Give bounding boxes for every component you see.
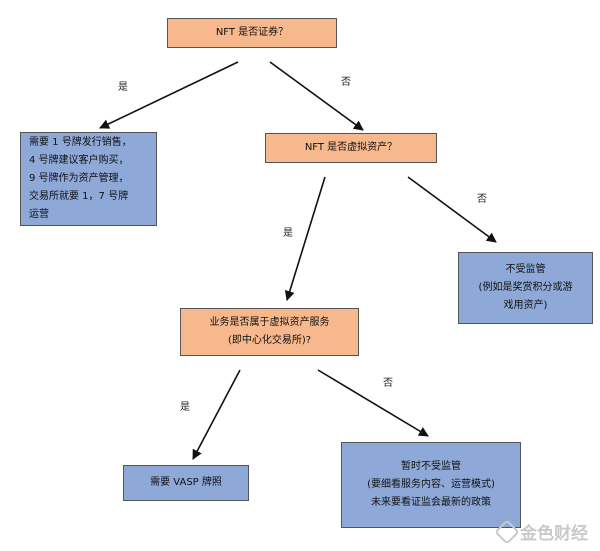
arrow-vasp-yes bbox=[192, 369, 241, 460]
node-line: 不受监管 bbox=[505, 264, 546, 275]
node-line: (例如是奖赏积分或游 bbox=[478, 282, 573, 293]
node-line: 4 号牌建议客户购买， bbox=[29, 155, 129, 166]
watermark-text: 金色财经 bbox=[520, 524, 588, 544]
edge-label-no: 否 bbox=[477, 194, 487, 205]
edge-label-no: 否 bbox=[341, 77, 351, 88]
node-line: (要细看服务内容、运营模式) bbox=[367, 479, 495, 490]
arrow-security-no bbox=[269, 61, 364, 131]
edge-label-yes: 是 bbox=[180, 402, 190, 413]
node-line: NFT 是否虚拟资产？ bbox=[304, 142, 398, 153]
edge-label-yes: 是 bbox=[118, 82, 128, 93]
outcome-not-regulated: 不受监管 (例如是奖赏积分或游 戏用资产) bbox=[458, 252, 593, 324]
decision-vasp-service: 业务是否属于虚拟资产服务 (即中心化交易所)? bbox=[180, 308, 359, 356]
node-line: 未来要看证监会最新的政策 bbox=[371, 497, 491, 508]
outcome-temporarily-not-regulated: 暂时不受监管 (要细看服务内容、运营模式) 未来要看证监会最新的政策 bbox=[341, 442, 521, 528]
edge-label-no: 否 bbox=[383, 378, 393, 389]
node-line: 业务是否属于虚拟资产服务 bbox=[209, 317, 330, 328]
node-line: 9 号牌作为资产管理， bbox=[29, 173, 129, 184]
outcome-need-vasp-license: 需要 VASP 牌照 bbox=[123, 465, 249, 501]
arrow-virtual-yes bbox=[284, 176, 326, 301]
jinse-logo-icon bbox=[494, 518, 520, 545]
decision-nft-security: NFT 是否证券？ bbox=[167, 18, 337, 48]
arrow-vasp-no bbox=[317, 369, 429, 437]
node-line: (即中心化交易所)? bbox=[227, 335, 312, 346]
edge-label-yes: 是 bbox=[283, 228, 293, 239]
arrow-virtual-no bbox=[407, 176, 497, 243]
node-line: 交易所就要 1，7 号牌 bbox=[29, 191, 129, 202]
node-line: NFT 是否证券？ bbox=[215, 27, 289, 38]
watermark: 金色财经 bbox=[494, 518, 588, 545]
outcome-need-sfc-licenses: 需要 1 号牌发行销售， 4 号牌建议客户购买， 9 号牌作为资产管理， 交易所… bbox=[20, 132, 157, 226]
node-line: 需要 1 号牌发行销售， bbox=[29, 137, 132, 148]
decision-nft-virtual-asset: NFT 是否虚拟资产？ bbox=[265, 133, 437, 163]
arrow-security-yes bbox=[99, 61, 239, 129]
node-line: 暂时不受监管 bbox=[401, 461, 461, 472]
node-line: 需要 VASP 牌照 bbox=[150, 477, 222, 488]
node-line: 运营 bbox=[29, 209, 49, 220]
node-line: 戏用资产) bbox=[503, 300, 548, 311]
